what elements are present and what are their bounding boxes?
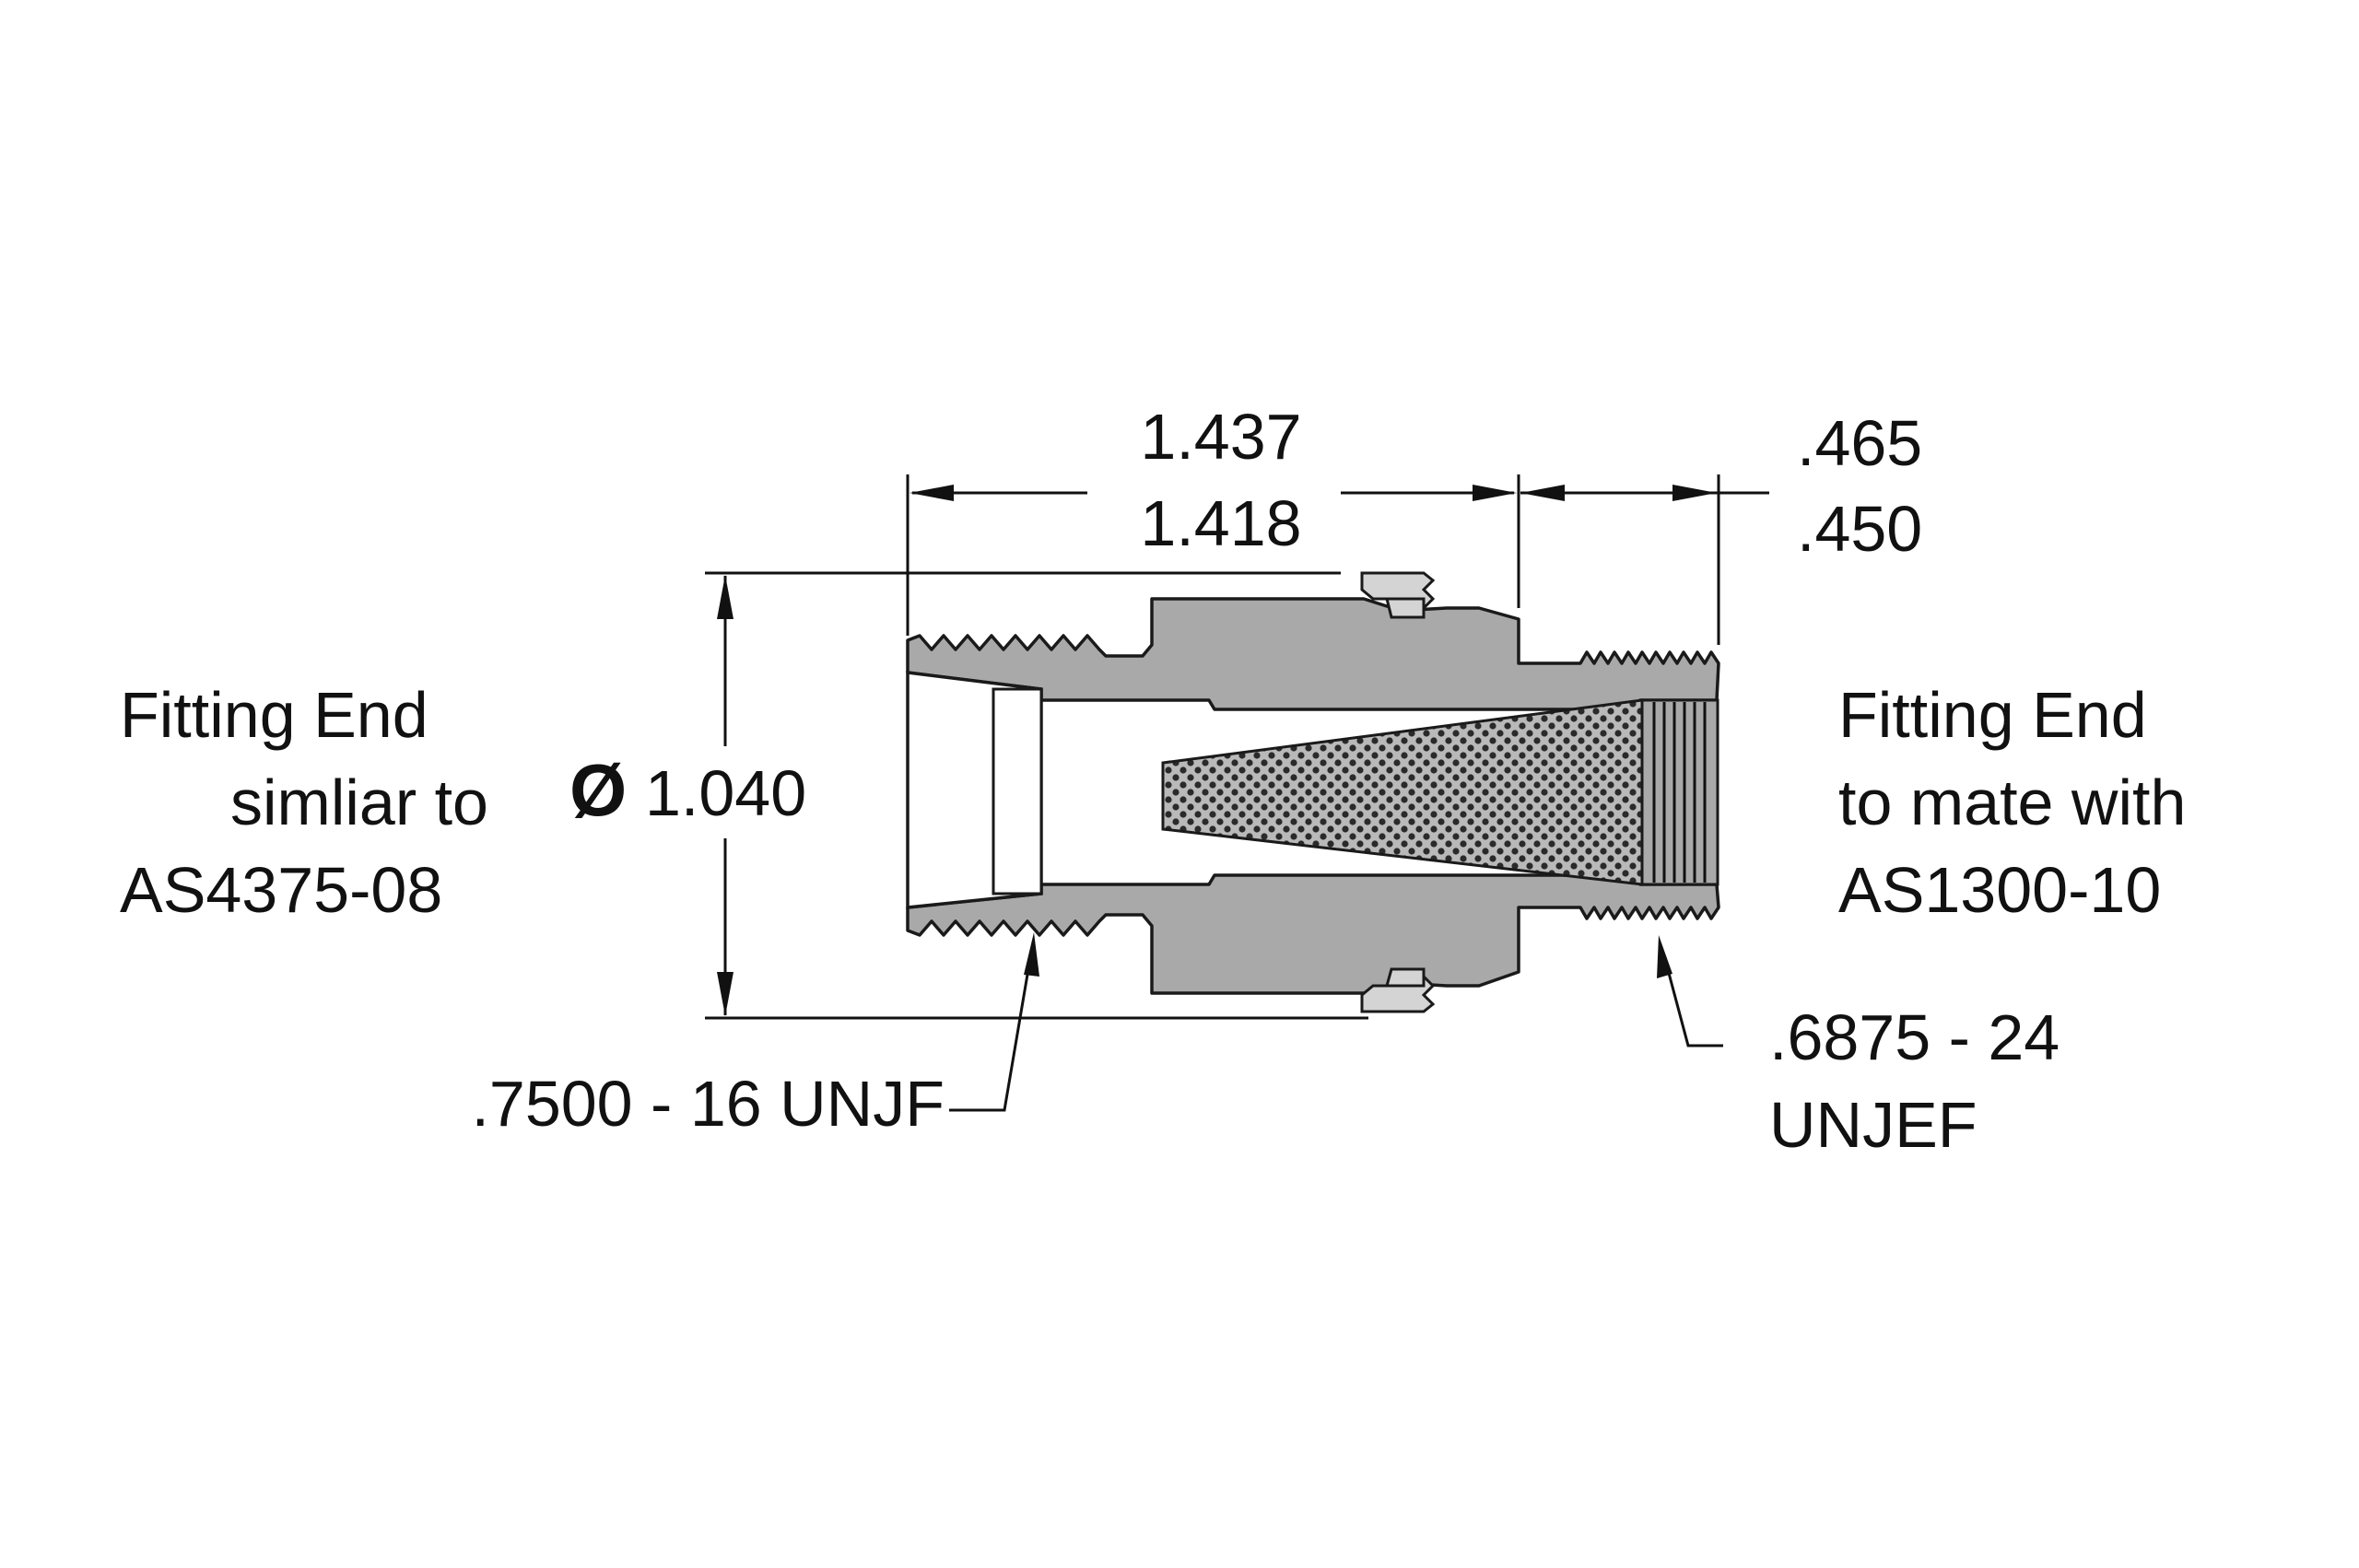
right-thread-spec-line2: UNJEF (1769, 1089, 1978, 1161)
left-fitting-label: Fitting End simliar to AS4375-08 (120, 679, 488, 926)
dim-length-min: 1.418 (1140, 487, 1301, 559)
body-upper-half (906, 597, 1720, 711)
right-fitting-label: Fitting End to mate with AS1300-10 (1838, 679, 2186, 926)
fitting-section (906, 571, 1720, 1013)
right-fitting-line3: AS1300-10 (1838, 854, 2161, 926)
left-thread-spec: .7500 - 16 UNJF (471, 1068, 945, 1140)
right-fitting-line2: to mate with (1838, 766, 2186, 838)
dim-diameter-value: 1.040 (645, 757, 806, 829)
internal-thread-right (1640, 698, 1719, 886)
dim-diameter: Ø 1.040 (569, 571, 1368, 1020)
left-fitting-line3: AS4375-08 (120, 854, 442, 926)
dim-length-max: 1.437 (1140, 401, 1301, 473)
inlet-counterbore (992, 687, 1043, 895)
thread-callout-left: .7500 - 16 UNJF (471, 932, 1039, 1140)
thread-callout-right: .6875 - 24 UNJEF (1657, 935, 2060, 1161)
filter-screen (1161, 698, 1644, 886)
seal-ring-bottom (1360, 967, 1436, 1013)
seal-ring-top (1360, 571, 1436, 619)
left-fitting-line1: Fitting End (120, 679, 428, 751)
left-fitting-line2: simliar to (230, 766, 488, 838)
right-fitting-line1: Fitting End (1838, 679, 2147, 751)
dim-overall-length: 1.437 1.418 (906, 401, 1520, 636)
dim-end-length-max: .465 (1797, 407, 1922, 479)
right-thread-spec-line1: .6875 - 24 (1769, 1001, 2060, 1073)
dim-end-length-min: .450 (1797, 493, 1922, 565)
diameter-symbol: Ø (569, 749, 627, 831)
dim-end-length: .465 .450 (1520, 407, 1922, 645)
body-lower-half (906, 873, 1720, 995)
